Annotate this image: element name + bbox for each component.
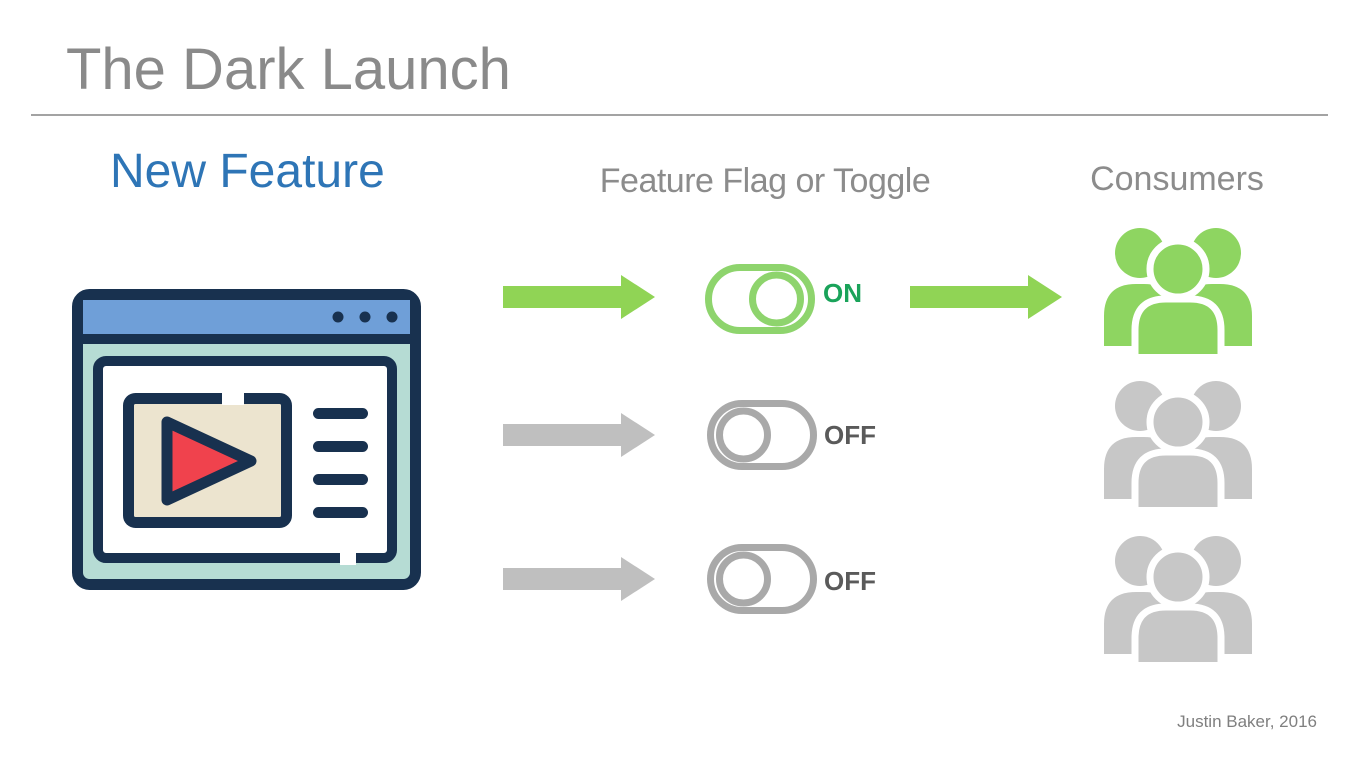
- users-group-icon: [1100, 530, 1256, 662]
- menu-line-icon: [313, 474, 368, 485]
- arrow-right-icon: [503, 413, 655, 457]
- users-group-icon: [1100, 222, 1256, 354]
- menu-line-icon: [313, 441, 368, 452]
- toggle-state-label: OFF: [824, 420, 876, 450]
- arrow-right-icon: [503, 557, 655, 601]
- browser-video-icon: [72, 289, 421, 590]
- arrow-right-icon: [910, 275, 1062, 319]
- toggle-on-icon: [705, 264, 815, 334]
- window-dot-icon: [386, 311, 398, 323]
- flow-row-off-1: OFF: [503, 375, 1256, 507]
- title-divider: [31, 114, 1328, 116]
- column-header-new-feature: New Feature: [110, 145, 385, 198]
- arrow-right-icon: [503, 275, 655, 319]
- toggle-off-icon: [707, 400, 817, 470]
- window-dot-icon: [332, 311, 344, 323]
- users-group-icon: [1100, 375, 1256, 507]
- toggle-state-label: OFF: [824, 566, 876, 596]
- toggle-state-label: ON: [823, 278, 862, 308]
- menu-line-icon: [313, 408, 368, 419]
- toggle-off-icon: [707, 544, 817, 614]
- menu-line-icon: [313, 507, 368, 518]
- column-header-consumers: Consumers: [1090, 160, 1264, 198]
- attribution-text: Justin Baker, 2016: [1177, 712, 1317, 731]
- column-header-feature-flag: Feature Flag or Toggle: [599, 162, 931, 200]
- window-dot-icon: [359, 311, 371, 323]
- page-title: The Dark Launch: [66, 37, 511, 102]
- flow-row-on: ON: [503, 222, 1256, 354]
- play-icon: [161, 416, 257, 506]
- flow-row-off-2: OFF: [503, 530, 1256, 662]
